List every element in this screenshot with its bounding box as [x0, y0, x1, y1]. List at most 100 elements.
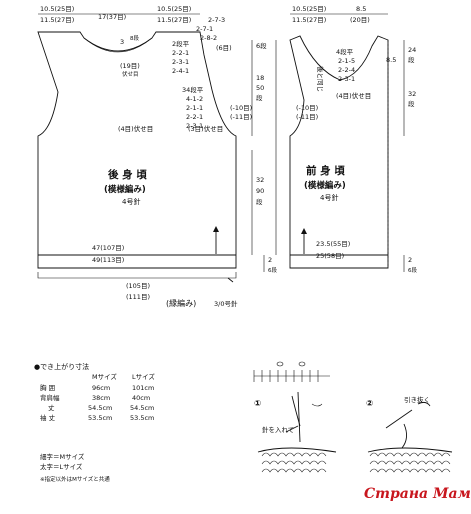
- back-bind-19: (19目): [120, 62, 140, 70]
- front-needle: 4号針: [320, 193, 338, 202]
- back-side-dec-b: (-11目): [230, 113, 252, 121]
- back-top-right-1: 10.5(25目): [157, 5, 191, 13]
- back-neck-depth-3: 3: [120, 38, 124, 46]
- front-same-as-back: 後と同じ: [316, 66, 325, 92]
- measurement-row-2-label: 丈: [48, 403, 55, 412]
- measurements-heading: ●でき上がり寸法: [34, 362, 89, 371]
- border-total-2: (111目): [126, 293, 150, 301]
- technique-step-1-note: 針を入れて: [262, 425, 294, 434]
- front-border-6: 6段: [408, 266, 417, 274]
- back-hem-47: 47(107目): [92, 244, 124, 252]
- technique-step-2-note: 引き抜く: [404, 395, 430, 404]
- back-length-90: 90: [256, 187, 264, 195]
- back-armhole-dec-2: 2-1-1: [186, 104, 203, 112]
- front-pattern: (模様編み): [304, 180, 346, 191]
- technique-step-1: ①: [254, 399, 261, 409]
- back-armhole-dec-4: 2-3-1: [186, 122, 203, 130]
- front-neck-85: 8.5: [386, 56, 396, 64]
- measurements-note-common: ※指定以外はMサイズと共通: [40, 475, 110, 483]
- back-neck-width: 17(37目): [98, 13, 126, 21]
- measurement-row-2-l: 54.5cm: [130, 404, 154, 412]
- border-label: (縁編み): [166, 298, 196, 308]
- back-top-left-1: 10.5(25目): [40, 5, 74, 13]
- back-neck-dec-0: 2段平: [172, 39, 190, 48]
- back-length-32: 32: [256, 176, 264, 184]
- back-shoulder-dec-0: 2-7-3: [208, 16, 225, 24]
- technique-illustration-1: [257, 391, 337, 473]
- measurements-header-l: Lサイズ: [132, 372, 155, 381]
- front-neck-24: 24: [408, 46, 416, 54]
- back-shoulder-rows-6: 6段: [256, 41, 267, 50]
- back-bind-off: 伏せ目: [122, 70, 139, 78]
- back-armhole-50: 50: [256, 84, 264, 92]
- front-border-2: 2: [408, 256, 412, 264]
- front-neck-dec-3: 2-3-1: [338, 75, 355, 83]
- measurement-row-2-m: 54.5cm: [88, 404, 112, 412]
- front-side-dan: 段: [408, 99, 415, 108]
- front-top-85: 8.5: [356, 5, 366, 13]
- measurement-row-0-m: 96cm: [92, 384, 110, 392]
- front-title: 前 身 頃: [306, 164, 345, 177]
- back-piece-outline: [37, 31, 237, 269]
- front-top-20: (20目): [350, 16, 370, 24]
- measurement-row-3-m: 53.5cm: [88, 414, 112, 422]
- back-border-6: 6段: [268, 266, 277, 274]
- measurement-row-0-l: 101cm: [132, 384, 154, 392]
- back-armhole-18: 18: [256, 74, 264, 82]
- measurement-row-1-l: 40cm: [132, 394, 150, 402]
- front-neck-dec-0: 4段平: [336, 47, 354, 56]
- measurement-row-3-label: 袖 丈: [40, 413, 56, 422]
- front-neck-dec-2: 2-2-4: [338, 66, 355, 74]
- back-needle: 4号針: [122, 197, 140, 206]
- stitch-symbol-row: [253, 361, 330, 382]
- back-title: 後 身 頃: [107, 168, 147, 181]
- front-neck-bind: (4目)伏せ目: [336, 91, 371, 100]
- back-side-dec-a: (-10目): [230, 104, 252, 112]
- border-hook: 3/0号針: [214, 299, 238, 308]
- back-pattern: (模様編み): [104, 184, 146, 195]
- back-shoulder-6: (6目): [216, 44, 232, 52]
- front-piece-outline: [289, 35, 389, 269]
- watermark: Страна Мам: [364, 486, 471, 502]
- measurement-row-1-m: 38cm: [92, 394, 110, 402]
- measurement-row-0-label: 胸 囲: [40, 383, 55, 392]
- front-neck-dec-1: 2-1-5: [338, 57, 355, 65]
- back-neck-dec-1: 2-2-1: [172, 49, 189, 57]
- back-neck-dec-2: 2-3-1: [172, 58, 189, 66]
- front-side-32: 32: [408, 90, 416, 98]
- back-border-2: 2: [268, 256, 272, 264]
- back-top-left-2: 11.5(27目): [40, 16, 74, 24]
- measurements-note-m: 細字＝Mサイズ: [40, 452, 85, 461]
- measurements-header-m: Mサイズ: [92, 372, 117, 381]
- measurement-row-3-l: 53.5cm: [130, 414, 154, 422]
- front-side-dec-a: (-10目): [296, 104, 318, 112]
- back-shoulder-dec-1: 2-7-1: [196, 25, 213, 33]
- back-neck-curve: [83, 37, 153, 53]
- back-hem-49: 49(113目): [92, 256, 124, 264]
- back-shoulder-dec-2: 2-8-2: [200, 34, 217, 42]
- back-armhole-dan: 段: [256, 93, 263, 102]
- back-length-dan: 段: [256, 197, 263, 206]
- measurements-note-l: 太字＝Lサイズ: [40, 462, 83, 471]
- back-border-tick: [227, 277, 234, 283]
- front-side-dec-b: (-11目): [296, 113, 318, 121]
- back-armhole-stitches: (4目)伏せ目: [118, 124, 153, 133]
- back-grain-arrowhead: [213, 226, 219, 232]
- front-top-1: 10.5(25目): [292, 5, 326, 13]
- technique-step-2: ②: [366, 399, 373, 409]
- front-hem-25: 25(58目): [316, 252, 344, 260]
- back-armhole-dec-0: 34段平: [182, 85, 204, 94]
- back-armhole-dec-3: 2-2-1: [186, 113, 203, 121]
- front-hem-235: 23.5(55目): [316, 240, 350, 248]
- front-top-2: 11.5(27目): [292, 16, 326, 24]
- back-neck-rows-8: 8段: [130, 34, 139, 42]
- back-border-bracket: [37, 272, 237, 279]
- back-top-right-2: 11.5(27目): [157, 16, 191, 24]
- border-total-1: (105目): [126, 282, 150, 290]
- front-grain-arrowhead: [301, 228, 307, 234]
- front-neck-dan: 段: [408, 55, 415, 64]
- technique-illustration-2: [367, 401, 453, 473]
- back-armhole-dec-1: 4-1-2: [186, 95, 203, 103]
